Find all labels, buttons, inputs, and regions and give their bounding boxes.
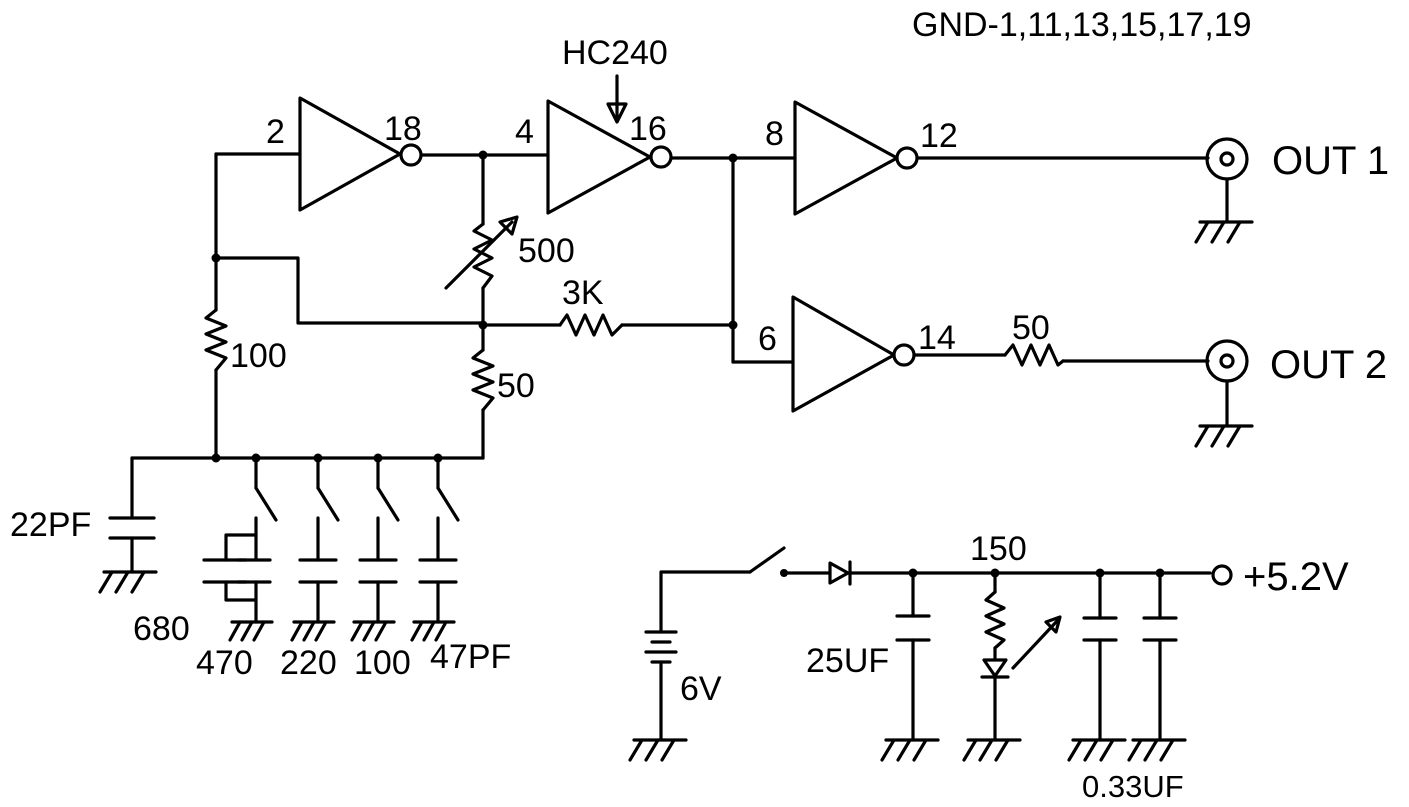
resistor-50-out2 [1003, 343, 1065, 367]
capacitor-033uf-b [1127, 571, 1187, 762]
switched-capacitor-100 [350, 456, 400, 642]
resistor-100-label: 100 [230, 337, 287, 375]
pin-label-14: 14 [918, 319, 956, 357]
inverter-gate-3 [793, 100, 919, 216]
capacitor-100-label: 100 [354, 644, 411, 682]
diode [828, 560, 852, 586]
pin-label-4: 4 [515, 113, 534, 151]
battery-6v [628, 570, 752, 762]
resistor-100 [204, 308, 228, 372]
led-with-resistor [962, 571, 1062, 762]
capacitor-22pf [98, 456, 158, 594]
resistor-3k [558, 313, 624, 337]
signal-wires [130, 152, 1210, 460]
resistor-50-out2-label: 50 [1012, 309, 1050, 347]
pin-label-12: 12 [920, 117, 958, 155]
switched-capacitor-47pf [410, 456, 460, 642]
chip-pointer-arrow [606, 74, 628, 124]
junction-dots [211, 150, 738, 463]
capacitor-25uf [880, 571, 940, 762]
inverter-gate-4 [791, 295, 916, 413]
bnc-connector-out2 [1194, 339, 1254, 448]
supply-rail [848, 564, 1233, 586]
supply-voltage-label: +5.2V [1243, 555, 1349, 599]
chip-label: HC240 [562, 34, 668, 72]
switched-capacitor-220 [290, 456, 340, 642]
pin-label-16: 16 [629, 110, 667, 148]
led-resistor-label: 150 [970, 530, 1027, 568]
capacitor-033uf-a [1067, 571, 1127, 762]
capacitor-25uf-label: 25UF [806, 642, 889, 680]
out2-label: OUT 2 [1270, 343, 1387, 387]
bnc-connector-out1 [1194, 137, 1254, 244]
pot-label: 500 [518, 232, 575, 270]
gnd-pins-note: GND-1,11,13,15,17,19 [912, 6, 1252, 44]
pin-label-8: 8 [765, 115, 784, 153]
pin-label-2: 2 [266, 113, 285, 151]
out1-label: OUT 1 [1272, 139, 1389, 183]
resistor-50-mid-label: 50 [497, 367, 535, 405]
resistor-50-mid [471, 348, 495, 412]
power-switch [748, 546, 832, 577]
pin-label-18: 18 [384, 110, 422, 148]
capacitor-22pf-label: 22PF [10, 506, 91, 544]
pin-label-6: 6 [758, 320, 777, 358]
capacitor-47pf-label: 47PF [430, 638, 511, 676]
capacitor-680-label: 680 [133, 610, 190, 648]
switched-capacitor-680-470 [202, 456, 278, 642]
capacitor-470-label: 470 [196, 644, 253, 682]
battery-label: 6V [680, 670, 722, 708]
potentiometer-500 [444, 215, 519, 290]
capacitor-033uf-label: 0.33UF [1082, 769, 1184, 804]
resistor-3k-label: 3K [562, 274, 604, 312]
capacitor-220-label: 220 [280, 644, 337, 682]
